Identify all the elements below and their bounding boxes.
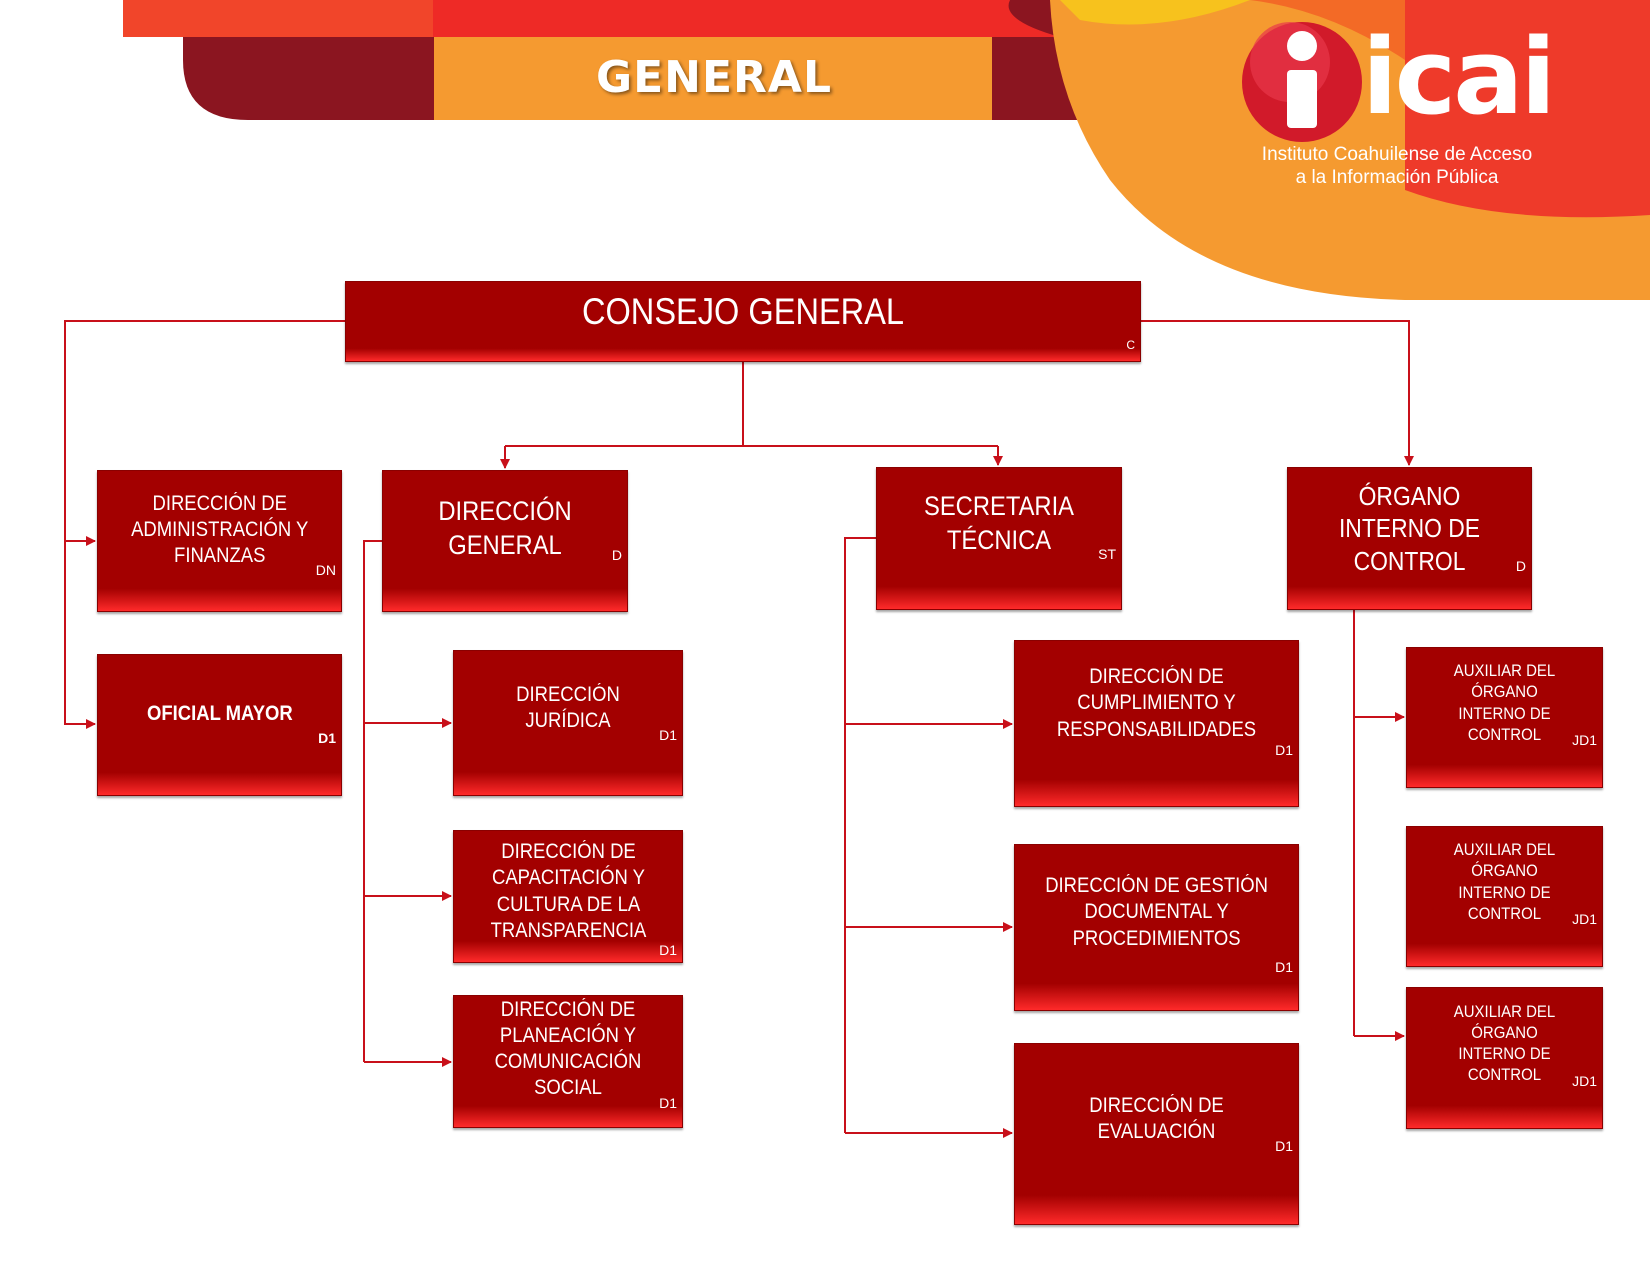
banner-orange-band (434, 37, 992, 120)
banner-top-orange-strip (123, 0, 433, 37)
logo-red-shape (1405, 0, 1650, 218)
connector-secretaria-trunk (844, 537, 876, 1133)
logo-yellow-shape (1060, 0, 1250, 25)
node-code: ST (1098, 546, 1116, 562)
node-direccion-administracion-finanzas: DIRECCIÓN DE ADMINISTRACIÓN Y FINANZAS D… (97, 470, 342, 612)
node-direccion-capacitacion: DIRECCIÓN DE CAPACITACIÓN Y CULTURA DE L… (453, 830, 683, 963)
node-title: DIRECCIÓN DE CAPACITACIÓN Y CULTURA DE L… (490, 840, 646, 942)
node-auxiliar-organo-1: AUXILIAR DEL ÓRGANO INTERNO DE CONTROL J… (1406, 647, 1603, 788)
node-title: DIRECCIÓN DE EVALUACIÓN (1089, 1093, 1224, 1143)
logo-subtitle-line-1: Instituto Coahuilense de Acceso (1261, 144, 1533, 165)
node-code: D1 (1275, 1138, 1293, 1154)
header-decoration (123, 0, 1650, 300)
node-code: JD1 (1572, 1073, 1597, 1089)
node-consejo-general: CONSEJO GENERAL C (345, 281, 1141, 362)
node-code: D (611, 547, 622, 563)
logo-subtitle-line-2: a la Información Pública (1295, 167, 1499, 188)
node-code: C (1126, 338, 1135, 352)
node-code: D1 (1275, 959, 1293, 975)
banner-dark-wedge (980, 0, 1060, 37)
node-title: AUXILIAR DEL ÓRGANO INTERNO DE CONTROL (1453, 661, 1556, 744)
node-direccion-cumplimiento: DIRECCIÓN DE CUMPLIMIENTO Y RESPONSABILI… (1014, 640, 1299, 807)
connector-consejo-oficial (64, 541, 96, 729)
node-title: DIRECCIÓN GENERAL (438, 495, 572, 560)
connector-consejo-admin (64, 320, 345, 546)
node-code: JD1 (1572, 732, 1597, 748)
node-direccion-juridica: DIRECCIÓN JURÍDICA D1 (453, 650, 683, 796)
banner-title: GENERAL (595, 52, 833, 103)
logo-dark-orange-shape (1250, 0, 1405, 60)
node-title: DIRECCIÓN DE GESTIÓN DOCUMENTAL Y PROCED… (1045, 874, 1268, 950)
node-direccion-planeacion: DIRECCIÓN DE PLANEACIÓN Y COMUNICACIÓN S… (453, 995, 683, 1128)
logo-i-stem (1287, 70, 1317, 128)
node-title: DIRECCIÓN DE ADMINISTRACIÓN Y FINANZAS (130, 491, 309, 568)
connector-dgeneral-trunk (363, 540, 382, 1062)
node-oficial-mayor: OFICIAL MAYOR D1 (97, 654, 342, 796)
node-title: OFICIAL MAYOR (146, 701, 293, 725)
connector-consejo-organo (1141, 320, 1414, 466)
banner-dark-left (183, 37, 434, 120)
node-auxiliar-organo-2: AUXILIAR DEL ÓRGANO INTERNO DE CONTROL J… (1406, 826, 1603, 967)
node-organo-interno-control: ÓRGANO INTERNO DE CONTROL D (1287, 467, 1532, 610)
node-auxiliar-organo-3: AUXILIAR DEL ÓRGANO INTERNO DE CONTROL J… (1406, 987, 1603, 1129)
node-code: D1 (318, 730, 336, 746)
node-code: JD1 (1572, 911, 1597, 927)
logo-subtitle: Instituto Coahuilense de Acceso a la Inf… (1232, 143, 1562, 189)
node-code: D1 (659, 727, 677, 743)
node-code: D1 (659, 1095, 677, 1111)
node-direccion-evaluacion: DIRECCIÓN DE EVALUACIÓN D1 (1014, 1043, 1299, 1225)
node-title: SECRETARIA TÉCNICA (923, 490, 1075, 555)
node-direccion-general: DIRECCIÓN GENERAL D (382, 470, 628, 612)
node-title: AUXILIAR DEL ÓRGANO INTERNO DE CONTROL (1453, 840, 1556, 923)
node-title: AUXILIAR DEL ÓRGANO INTERNO DE CONTROL (1453, 1001, 1556, 1085)
node-code: DN (315, 562, 336, 578)
node-code: D1 (659, 942, 677, 958)
logo-wordmark: icai (1362, 16, 1556, 138)
node-code: D1 (1275, 742, 1293, 758)
node-title: DIRECCIÓN DE CUMPLIMIENTO Y RESPONSABILI… (1056, 665, 1257, 741)
node-title: CONSEJO GENERAL (581, 291, 905, 333)
node-title: ÓRGANO INTERNO DE CONTROL (1338, 480, 1481, 576)
node-code: D (1515, 558, 1526, 574)
node-title: DIRECCIÓN JURÍDICA (516, 682, 620, 732)
node-secretaria-tecnica: SECRETARIA TÉCNICA ST (876, 467, 1122, 610)
logo-i-dot (1287, 31, 1317, 61)
node-title: DIRECCIÓN DE PLANEACIÓN Y COMUNICACIÓN S… (494, 997, 642, 1100)
node-direccion-gestion-documental: DIRECCIÓN DE GESTIÓN DOCUMENTAL Y PROCED… (1014, 844, 1299, 1011)
